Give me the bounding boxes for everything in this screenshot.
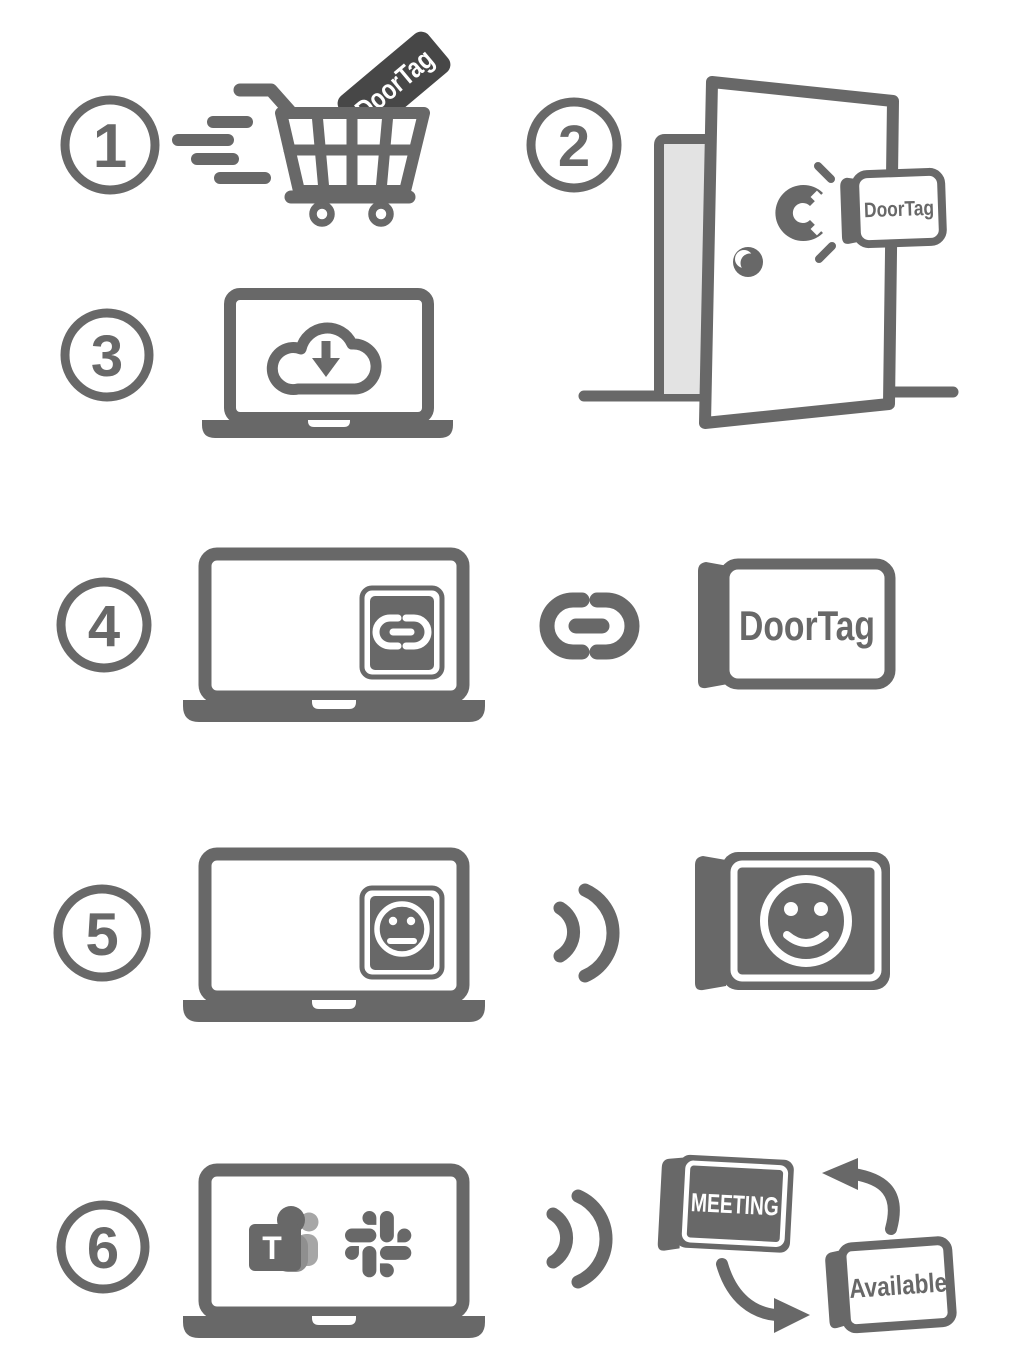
meeting-tag-icon: MEETING [657, 1154, 794, 1253]
step-3-badge: 3 [60, 308, 154, 402]
step-2-badge: 2 [526, 97, 622, 193]
wireless-signal-icon [546, 1189, 613, 1289]
doortag-device-icon: DoorTag [698, 558, 896, 690]
step-4: 4 DoorTag [56, 554, 896, 722]
chain-link-icon [539, 592, 640, 660]
doorknob-icon [733, 247, 763, 277]
magnet-icon [775, 162, 836, 263]
step-2: 2 DoorTag [526, 76, 959, 429]
step-5-number: 5 [85, 901, 118, 968]
doortag-device-icon: DoorTag [840, 167, 947, 249]
speed-lines-icon [172, 116, 271, 184]
step-3: 3 [60, 294, 453, 438]
paired-device-label: DoorTag [739, 602, 875, 649]
status-busy-label: MEETING [690, 1187, 779, 1222]
slack-icon [345, 1211, 412, 1278]
status-free-label: Available [848, 1267, 948, 1304]
step-3-circle [60, 308, 154, 402]
shopping-cart-icon [233, 83, 430, 227]
door-device-label: DoorTag [864, 197, 935, 222]
step-5: 5 [53, 852, 890, 1022]
open-door-icon [578, 76, 959, 429]
doortag-smiley-device-icon [695, 852, 890, 991]
step-6-number: 6 [87, 1216, 119, 1281]
teams-letter: T [262, 1230, 282, 1266]
step-4-number: 4 [88, 594, 120, 659]
step-6-circle [56, 1200, 150, 1294]
step-1-number: 1 [93, 112, 127, 181]
ms-teams-icon: T [249, 1206, 319, 1272]
step-3-number: 3 [91, 324, 123, 389]
step-4-circle [56, 577, 152, 673]
step-6: 6 T M [56, 1154, 957, 1338]
wireless-signal-icon [553, 883, 620, 983]
step-1-badge: 1 [60, 95, 160, 195]
smiley-app-tile-icon [359, 885, 445, 980]
door-leaf [699, 76, 899, 429]
step-1-circle [60, 95, 160, 195]
step-5-badge: 5 [53, 884, 151, 982]
step-1: 1 DoorTag [60, 31, 451, 227]
floor-line [578, 386, 959, 402]
step-4-badge: 4 [56, 577, 152, 673]
laptop-icon [183, 1170, 485, 1338]
step-5-circle [53, 884, 151, 982]
cloud-download-icon [266, 322, 382, 396]
magnet-attraction-dashes [814, 162, 836, 263]
step-2-number: 2 [558, 114, 590, 179]
link-app-tile-icon [359, 585, 445, 680]
available-tag-icon: Available [825, 1236, 957, 1334]
step-2-circle [526, 97, 622, 193]
step-6-badge: 6 [56, 1200, 150, 1294]
cycle-arrows-icon [716, 1158, 900, 1333]
